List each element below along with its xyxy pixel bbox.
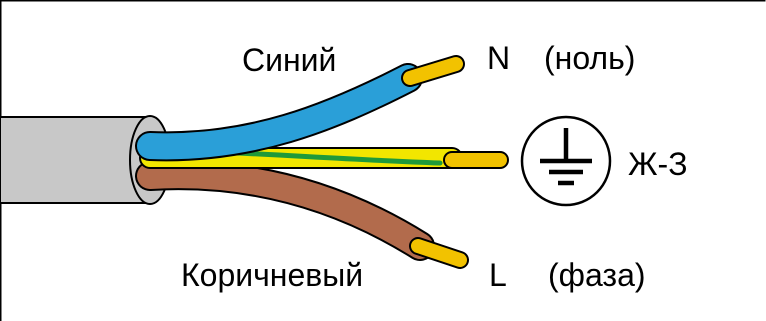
phase-letter: L (489, 257, 507, 293)
ground-name: Ж-З (628, 146, 688, 182)
brown-wire-label: Коричневый (181, 257, 363, 293)
copper-tip-neutral (401, 55, 465, 87)
neutral-name: (ноль) (544, 40, 635, 76)
neutral-letter: N (487, 40, 510, 76)
blue-wire (135, 63, 423, 162)
brown-wire (135, 160, 435, 261)
phase-name: (фаза) (548, 257, 646, 293)
earth-ground-icon (520, 115, 612, 207)
copper-tip-phase (409, 237, 469, 269)
blue-wire-label: Синий (242, 42, 336, 78)
